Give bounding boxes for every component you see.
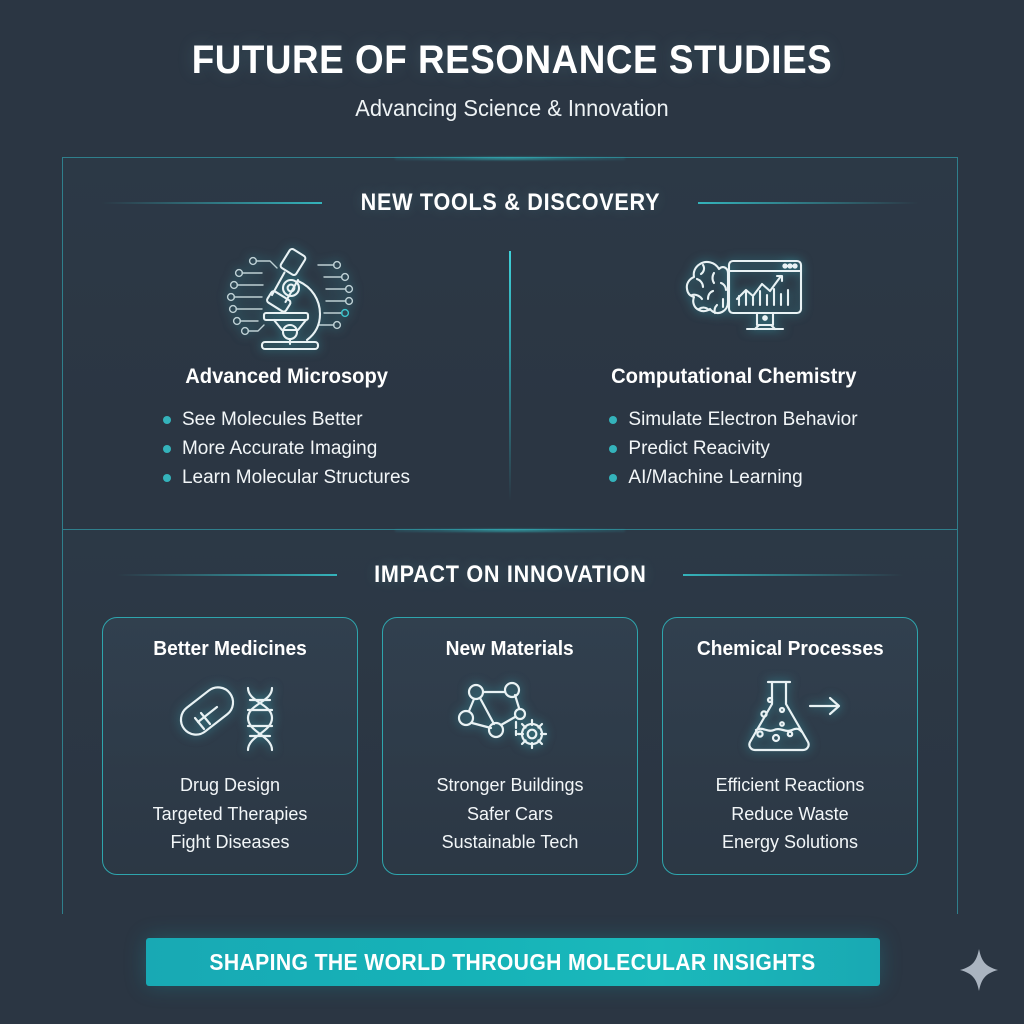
card-title: New Materials [445,638,575,660]
column-title-computational: Computational Chemistry [610,365,857,388]
bullet-dot-icon [162,415,171,424]
section-title-impact: IMPACT ON INNOVATION [373,561,647,588]
card-line: Fight Diseases [170,832,290,852]
bullet-list-microscopy: See Molecules Better More Accurate Imagi… [162,405,411,492]
bullet-text: Simulate Electron Behavior [628,409,858,430]
bullet-text: See Molecules Better [181,409,363,430]
card-line: Energy Solutions [721,832,859,852]
card-line: Drug Design [179,775,281,795]
card-line: Sustainable Tech [441,832,579,852]
bullet-text: More Accurate Imaging [181,438,378,459]
impact-cards: Better Medicines Drug Design Targeted Th… [63,617,957,875]
section-impact-on-innovation: IMPACT ON INNOVATION Better Medicines [62,529,958,914]
section-rule-left [101,202,322,204]
footer-banner: SHAPING THE WORLD THROUGH MOLECULAR INSI… [146,938,880,986]
impact-card-chemical-processes[interactable]: Chemical Processes [662,617,918,875]
tools-columns: Advanced Microsopy See Molecules Better … [63,239,957,501]
list-item: Predict Reacivity [609,434,857,463]
bullet-dot-icon [609,415,618,424]
section-rule-left [116,574,337,576]
column-divider [509,251,511,501]
section-header-impact: IMPACT ON INNOVATION [63,561,957,589]
card-line: Targeted Therapies [152,803,308,824]
section-rule-right [698,202,919,204]
section-rule-right [683,574,904,576]
brain-monitor-chart-icon [659,239,809,351]
list-item: Learn Molecular Structures [162,463,411,492]
card-line: Stronger Buildings [436,775,584,795]
bullet-dot-icon [162,444,171,453]
card-line: Safer Cars [466,803,554,824]
page-subtitle: Advancing Science & Innovation [355,95,669,121]
bullet-dot-icon [609,473,618,482]
list-item: See Molecules Better [162,405,410,434]
bullet-dot-icon [162,473,171,482]
card-lines: Efficient Reactions Reduce Waste Energy … [716,771,865,857]
card-line: Reduce Waste [731,803,849,824]
bullet-list-computational: Simulate Electron Behavior Predict Reaci… [609,405,858,492]
footer-banner-text: SHAPING THE WORLD THROUGH MOLECULAR INSI… [209,948,817,975]
impact-card-new-materials[interactable]: New Materials [382,617,638,875]
bullet-text: AI/Machine Learning [628,467,803,488]
pill-dna-icon [170,673,290,759]
card-lines: Drug Design Targeted Therapies Fight Dis… [153,771,308,857]
flask-arrow-icon [730,673,850,759]
molecule-gear-icon [450,673,570,759]
section-new-tools-discovery: NEW TOOLS & DISCOVERY [62,157,958,529]
page-title: FUTURE OF RESONANCE STUDIES [191,38,833,82]
bullet-text: Learn Molecular Structures [181,467,411,488]
list-item: AI/Machine Learning [609,463,857,492]
tools-column-microscopy: Advanced Microsopy See Molecules Better … [63,239,510,492]
section-header-tools: NEW TOOLS & DISCOVERY [63,189,957,217]
tools-column-computational: Computational Chemistry Simulate Electro… [510,239,957,492]
card-title: Chemical Processes [696,638,884,660]
card-title: Better Medicines [153,638,307,660]
section-title-tools: NEW TOOLS & DISCOVERY [360,189,660,216]
card-lines: Stronger Buildings Safer Cars Sustainabl… [436,771,583,857]
microscope-icon [212,239,362,351]
page-header: FUTURE OF RESONANCE STUDIES Advancing Sc… [0,0,1024,122]
list-item: Simulate Electron Behavior [609,405,858,434]
bullet-dot-icon [609,444,618,453]
card-line: Efficient Reactions [715,775,865,795]
column-title-microscopy: Advanced Microsopy [185,365,388,388]
bullet-text: Predict Reacivity [628,438,770,459]
impact-card-better-medicines[interactable]: Better Medicines Drug Design Targeted Th… [102,617,358,875]
sparkle-icon [958,947,1000,998]
list-item: More Accurate Imaging [162,434,410,463]
